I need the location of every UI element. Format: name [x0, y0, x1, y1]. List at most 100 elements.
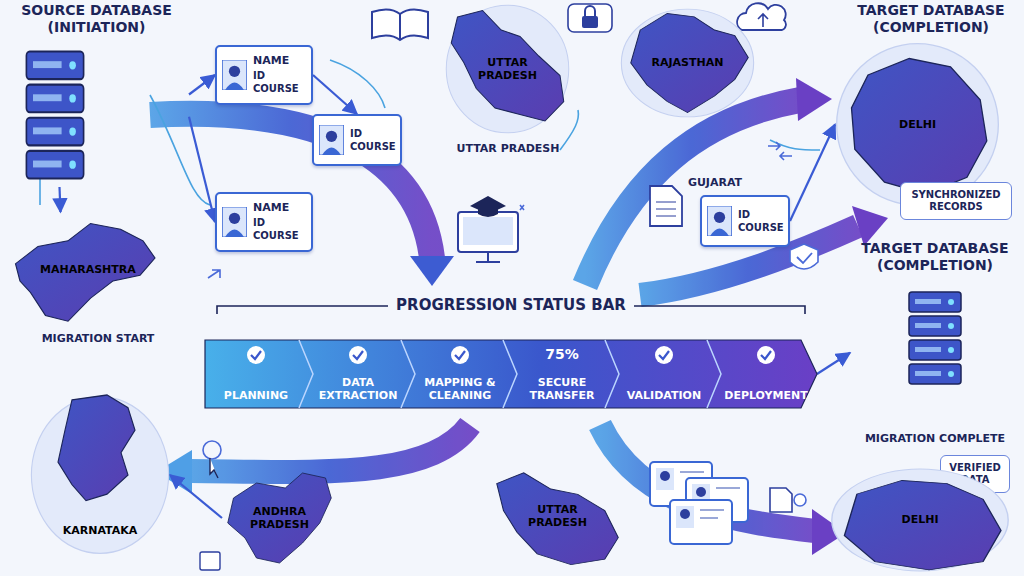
- avatar-icon: [707, 206, 732, 236]
- node-text: SOURCE DATABASE (INITIATION): [14, 2, 179, 36]
- rect-part: [670, 500, 732, 544]
- node-text: PLANNING: [224, 389, 288, 402]
- check-circle: [655, 346, 673, 364]
- record-card: NAMEIDCOURSE: [215, 192, 313, 252]
- graduation-monitor-icon: [458, 196, 518, 262]
- document-icon: [650, 186, 682, 226]
- flow-connector: [60, 187, 61, 212]
- avatar-body: [322, 148, 341, 156]
- server-slot: [915, 299, 941, 304]
- rect-part: [656, 468, 674, 490]
- node-text: NAME: [253, 54, 289, 69]
- avatar-icon: [222, 60, 247, 90]
- node-text: DEPLOYMENT: [724, 389, 807, 402]
- server-slot: [33, 161, 62, 168]
- state-map: ANDHRA PRADESH: [222, 468, 337, 568]
- map-halo: [832, 469, 1008, 571]
- map-halo: [446, 5, 569, 132]
- node-text: COURSE: [253, 82, 299, 96]
- rect-part: [582, 16, 598, 28]
- rect-part: [568, 4, 612, 32]
- map-shape: [852, 59, 987, 194]
- node-text: UTTAR PRADESH: [515, 503, 601, 529]
- server-slot: [33, 127, 62, 134]
- server-led: [69, 61, 76, 69]
- path-part: [797, 253, 812, 263]
- avatar-frame: [319, 125, 343, 155]
- line-part: [656, 216, 676, 217]
- server-unit: [26, 85, 83, 113]
- avatar-frame: [222, 60, 246, 90]
- line-part: [716, 487, 740, 489]
- chevron-divider: [503, 340, 517, 408]
- circle-part: [696, 487, 706, 497]
- check-icon: [654, 345, 674, 365]
- node-text: MIGRATION COMPLETE: [865, 432, 1005, 445]
- rect-part: [200, 552, 220, 570]
- free-label: TARGET DATABASE (COMPLETION): [835, 2, 1024, 36]
- node-text: ID: [350, 127, 362, 141]
- server-unit: [909, 316, 961, 336]
- band-body: [205, 340, 817, 408]
- source-database: SOURCE DATABASE (INITIATION): [4, 2, 189, 187]
- book-icon: [372, 9, 428, 40]
- line-part: [700, 509, 724, 511]
- flow-connector: [313, 75, 357, 114]
- node-text: ID: [253, 216, 265, 230]
- avatar-head: [326, 131, 337, 142]
- rect-part: [676, 506, 694, 528]
- check-circle: [757, 346, 775, 364]
- server-slot: [915, 347, 941, 352]
- avatar-frame: [707, 206, 731, 236]
- server-unit: [26, 151, 83, 179]
- path-part: [520, 205, 524, 210]
- path-part: [758, 14, 768, 27]
- flow-connector: [817, 353, 850, 374]
- path-part: [190, 425, 470, 472]
- check-circle: [451, 346, 469, 364]
- progress-bar: PROGRESSION STATUS BARPLANNINGDATA EXTRA…: [205, 296, 817, 416]
- node-text: RAJASTHAN: [652, 56, 724, 69]
- state-map: DELHI: [830, 468, 1010, 572]
- server-unit: [26, 52, 83, 80]
- state-map: MAHARASHTRA: [8, 212, 158, 327]
- map-shape: [451, 11, 564, 122]
- server-slot: [915, 371, 941, 376]
- avatar-body: [225, 230, 244, 238]
- rect-part: [458, 212, 518, 252]
- path-part: [737, 3, 786, 30]
- server-slot: [33, 61, 62, 68]
- node-text: COURSE: [738, 221, 784, 235]
- path-part: [790, 244, 818, 269]
- flow-connector: [189, 75, 215, 95]
- node-text: NAME: [253, 201, 289, 216]
- record-card: IDCOURSE: [312, 114, 402, 166]
- node-text: DELHI: [899, 118, 936, 131]
- path-part: [330, 60, 385, 108]
- avatar-head: [229, 213, 240, 224]
- path-part: [650, 186, 682, 226]
- status-badge: SYNCHRONIZED RECORDS: [900, 182, 1012, 220]
- path-part: [768, 142, 792, 160]
- path-part: [150, 95, 210, 205]
- server-slot: [915, 323, 941, 328]
- state-map: UTTAR PRADESH: [490, 462, 625, 570]
- flow-connector: [170, 475, 222, 518]
- check-icon: [246, 345, 266, 365]
- circle-part: [794, 494, 806, 506]
- path-part: [208, 270, 220, 278]
- free-label: GUJARAT: [680, 176, 750, 189]
- node-text: MAHARASHTRA: [40, 263, 126, 276]
- avatar-head: [714, 212, 725, 223]
- server-unit: [909, 292, 961, 312]
- chevron-divider: [299, 340, 313, 408]
- path-part: [560, 110, 578, 150]
- free-label: MIGRATION START: [28, 332, 168, 345]
- node-text: 75%: [545, 346, 579, 362]
- line-part: [656, 202, 676, 203]
- node-text: SYNCHRONIZED RECORDS: [905, 189, 1007, 213]
- flow-swooshes: [150, 100, 858, 576]
- free-label: UTTAR PRADESH: [448, 142, 568, 155]
- cloud-icon: [737, 3, 786, 30]
